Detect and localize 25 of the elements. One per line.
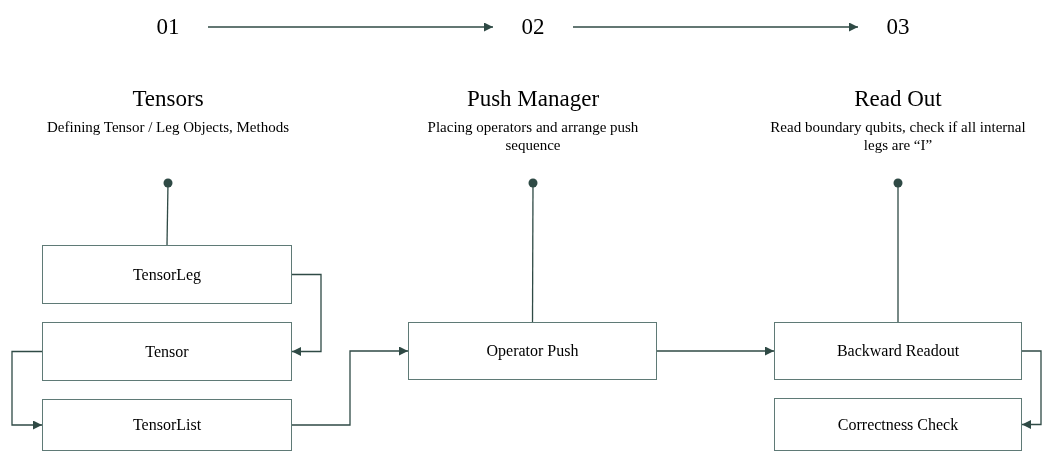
stage-heading: Push Manager xyxy=(466,85,600,113)
leader-line xyxy=(528,178,538,323)
arrow xyxy=(656,346,775,356)
process-box: Backward Readout xyxy=(774,322,1022,380)
stage-description: Read boundary qubits, check if all internal legs are “I” xyxy=(769,118,1027,154)
step-number: 03 xyxy=(873,12,923,42)
stage-description: Placing operators and arrange push sequence xyxy=(426,118,640,154)
arrow xyxy=(11,350,43,430)
step-number: 02 xyxy=(508,12,558,42)
step-number: 01 xyxy=(143,12,193,42)
process-box: Tensor xyxy=(42,322,292,381)
arrow xyxy=(572,22,859,32)
stage-description: Defining Tensor / Leg Objects, Methods xyxy=(47,118,289,136)
arrow xyxy=(291,273,322,356)
process-box: TensorLeg xyxy=(42,245,292,304)
leader-line xyxy=(163,178,173,246)
process-box: Correctness Check xyxy=(774,398,1022,451)
leader-line xyxy=(893,178,903,323)
stage-heading: Tensors xyxy=(132,85,204,113)
process-box: Operator Push xyxy=(408,322,657,380)
arrow xyxy=(1021,350,1042,429)
stage-heading: Read Out xyxy=(854,85,942,113)
arrow xyxy=(207,22,494,32)
arrow xyxy=(291,346,409,426)
process-box: TensorList xyxy=(42,399,292,451)
